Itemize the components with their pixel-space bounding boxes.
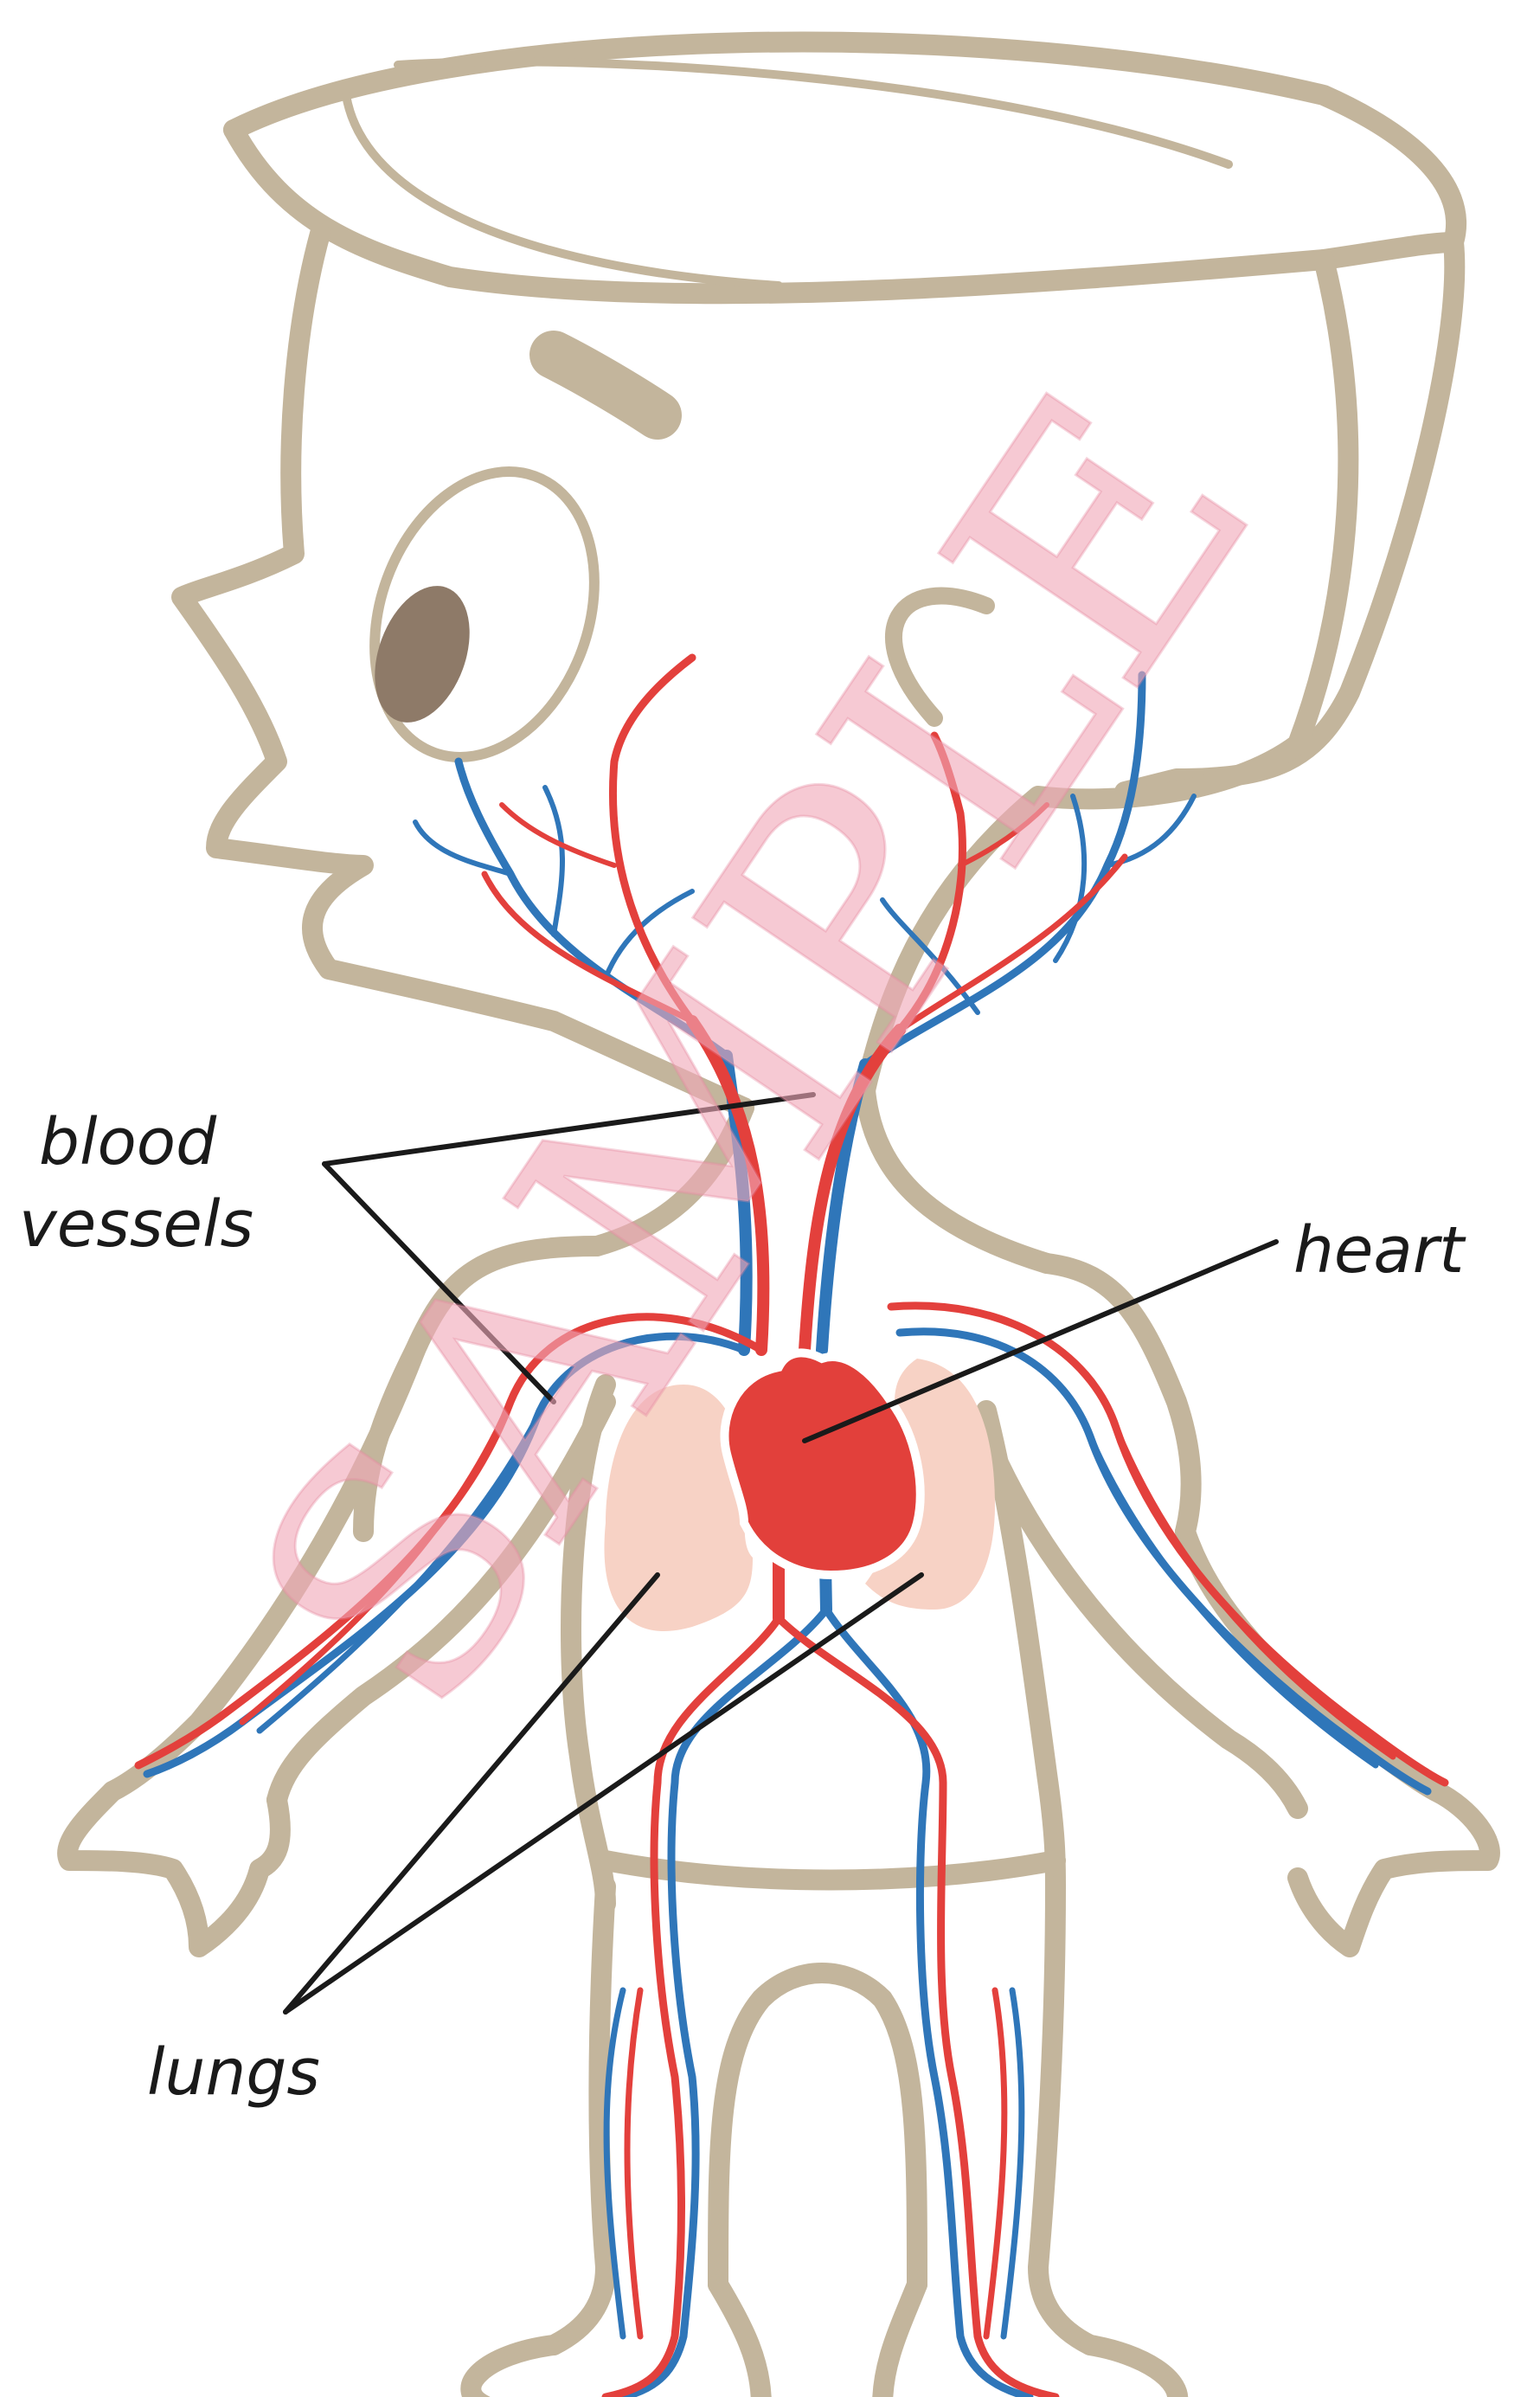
left-hand bbox=[67, 1791, 280, 1947]
hair-strand bbox=[398, 61, 1229, 164]
hair-fringe bbox=[234, 130, 1453, 293]
label-lungs: lungs bbox=[147, 2035, 320, 2110]
eye-outline bbox=[337, 440, 632, 788]
eyebrow bbox=[554, 355, 658, 415]
right-leg-outer bbox=[1038, 1886, 1090, 2345]
label-heart: heart bbox=[1293, 1213, 1466, 1288]
right-foot bbox=[882, 2285, 1177, 2397]
left-leg-outer bbox=[554, 1886, 606, 2345]
label-vessels: vessels bbox=[19, 1187, 253, 1262]
left-leg-inner bbox=[718, 1973, 917, 2285]
label-blood: blood bbox=[39, 1105, 217, 1179]
right-hand bbox=[1298, 1791, 1490, 1947]
